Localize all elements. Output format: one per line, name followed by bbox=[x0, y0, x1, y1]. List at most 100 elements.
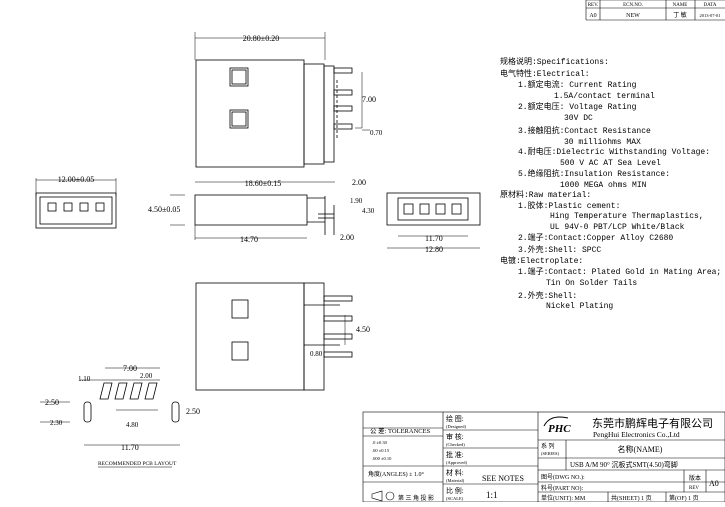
unit-label: 单位(UNIT): MM bbox=[541, 494, 586, 502]
spec-e5-value: 1000 MEGA ohms MIN bbox=[560, 181, 647, 190]
spec-r1: 1.胶体:Plastic cement: bbox=[518, 202, 621, 211]
approved-label: 批 准: bbox=[446, 450, 464, 459]
revision-table bbox=[585, 0, 725, 21]
dim-side-top: 2.00 bbox=[352, 178, 366, 187]
dim-side-tab-a: 1.90 bbox=[350, 197, 363, 205]
title-block bbox=[362, 411, 725, 503]
bottom-view bbox=[195, 282, 353, 391]
part-label: 料号(PART NO): bbox=[541, 484, 583, 492]
drawn-en: (Designed) bbox=[446, 424, 466, 429]
series-en: (SERIES) bbox=[541, 451, 560, 456]
ecn-value: NEW bbox=[626, 13, 640, 19]
date-value: 2013-07-01 bbox=[700, 13, 721, 18]
spec-electrical: 电气特性:Electrical: bbox=[500, 70, 590, 79]
material-label: 材 料: bbox=[446, 468, 464, 477]
spec-raw: 原材料:Raw material: bbox=[500, 191, 592, 200]
spec-plate: 电镀:Electroplate: bbox=[500, 257, 584, 266]
spec-title: 规格说明:Specifications: bbox=[500, 58, 609, 67]
spec-e5: 5.绝缘阻抗:Insulation Resistance: bbox=[518, 170, 671, 179]
rev-en: REV bbox=[689, 486, 699, 491]
spec-p1: 1.端子:Contact: Plated Gold in Mating Area… bbox=[518, 268, 722, 277]
dim-rear-w1: 11.70 bbox=[425, 234, 443, 243]
spec-p1-value: Tin On Solder Tails bbox=[546, 279, 638, 288]
company-logo: PHC bbox=[543, 416, 571, 435]
rev-value-block: A0 bbox=[709, 479, 719, 488]
top-view bbox=[194, 32, 370, 168]
pcb-layout bbox=[40, 367, 180, 446]
dim-rear-w2: 12.80 bbox=[425, 245, 443, 254]
dim-pcb-mid: 4.80 bbox=[126, 421, 139, 429]
spec-e4: 4.耐电压:Dielectric Withstanding Voltage: bbox=[518, 148, 711, 157]
name-value: 丁 敏 bbox=[673, 11, 687, 19]
dim-front-width: 12.00±0.05 bbox=[58, 175, 94, 184]
dim-pcb-left: 2.50 bbox=[45, 398, 59, 407]
page-label: 第(OF) 1 页 bbox=[669, 494, 699, 502]
approved-en: (Approved) bbox=[446, 460, 467, 465]
tol-row-3: .000 ±0.10 bbox=[372, 456, 392, 461]
angles-label: 角度(ANGLES) ± 1.0° bbox=[368, 470, 424, 478]
pcb-caption: RECOMMENDED PCB LAYOUT bbox=[98, 461, 177, 467]
drawn-label: 绘 图: bbox=[446, 414, 464, 423]
series-label: 系 列 bbox=[541, 442, 555, 450]
spec-e1: 1.额定电流: Current Rating bbox=[518, 81, 637, 90]
dim-bottom-small: 0.80 bbox=[310, 350, 323, 358]
dim-side-bottom: 14.70 bbox=[240, 235, 258, 244]
spec-e3-value: 30 milliohms MAX bbox=[564, 138, 641, 147]
dim-top-step: 0.70 bbox=[370, 129, 383, 137]
dim-pcb-b: 2.00 bbox=[140, 372, 153, 380]
spec-r1-value2: UL 94V-0 PBT/LCP White/Black bbox=[550, 223, 685, 232]
dim-pcb-top: 7.00 bbox=[123, 364, 137, 373]
tol-row-2: .00 ±0.15 bbox=[372, 448, 390, 453]
dim-top-width: 20.80±0.20 bbox=[243, 34, 279, 43]
scale-en: (SCALE) bbox=[446, 496, 464, 501]
tol-row-1: .0 ±0.30 bbox=[372, 440, 388, 445]
spec-e2-value: 30V DC bbox=[564, 114, 593, 123]
dim-pcb-right: 2.50 bbox=[186, 407, 200, 416]
spec-p2: 2.外壳:Shell: bbox=[518, 292, 578, 301]
tol-header: 公 差: TOLERANCES bbox=[370, 426, 431, 435]
spec-r3: 3.外壳:Shell: SPCC bbox=[518, 246, 602, 255]
company-name-en: PengHui Electronics Co.,Ltd bbox=[593, 430, 680, 439]
spec-r1-value1: Hing Temperature Thermaplastics, bbox=[550, 212, 704, 221]
dim-pcb-a: 1.10 bbox=[78, 375, 91, 383]
dim-bottom-h: 4.50 bbox=[356, 325, 370, 334]
front-view bbox=[35, 178, 117, 229]
rev-header: REV. bbox=[588, 3, 599, 8]
scale-value: 1:1 bbox=[486, 490, 498, 500]
side-view bbox=[170, 181, 335, 240]
material-value: SEE NOTES bbox=[482, 474, 524, 483]
spec-p2-value: Nickel Plating bbox=[546, 302, 614, 311]
scale-label: 比 例: bbox=[446, 486, 464, 495]
dim-side-bottom-b: 2.00 bbox=[340, 233, 354, 242]
rev-label: 版本 bbox=[689, 474, 701, 482]
spec-e1-value: 1.5A/contact terminal bbox=[554, 92, 655, 101]
name-label: 名称(NAME) bbox=[618, 444, 663, 454]
checked-en: (Checked) bbox=[446, 442, 465, 447]
company-name-cn: 东莞市鹏辉电子有限公司 bbox=[592, 416, 713, 430]
spec-e4-value: 500 V AC AT Sea Level bbox=[560, 159, 661, 168]
dim-side-length: 18.60±0.15 bbox=[245, 179, 281, 188]
dim-top-height: 7.00 bbox=[362, 95, 376, 104]
ecn-header: ECN.NO. bbox=[623, 3, 643, 8]
data-header: DATA bbox=[704, 3, 717, 8]
name-header: NAME bbox=[673, 3, 688, 8]
dim-side-height: 4.50±0.05 bbox=[148, 205, 180, 214]
dwg-label: 图号(DWG NO.): bbox=[541, 474, 585, 481]
material-en: (Material) bbox=[446, 478, 465, 483]
sheet-label: 共(SHEET) 1 页 bbox=[611, 494, 652, 502]
dim-pcb-width: 11.70 bbox=[121, 443, 139, 452]
dim-pcb-left2: 2.30 bbox=[50, 419, 63, 427]
rear-view bbox=[386, 192, 481, 249]
checked-label: 审 核: bbox=[446, 432, 464, 441]
logo-text: PHC bbox=[548, 423, 571, 435]
projection-label: 第 三 角 投 影 bbox=[398, 494, 434, 502]
spec-e2: 2.额定电压: Voltage Rating bbox=[518, 103, 637, 112]
product-name: USB A/M 90° 沉板式SMT(4.50)弯脚 bbox=[570, 460, 678, 469]
rev-value: A0 bbox=[589, 13, 596, 19]
dim-side-tab-b: 4.30 bbox=[362, 207, 375, 215]
spec-r2: 2.端子:Contact:Copper Alloy C2680 bbox=[518, 234, 674, 243]
spec-e3: 3.接触阻抗:Contact Resistance bbox=[518, 127, 651, 136]
